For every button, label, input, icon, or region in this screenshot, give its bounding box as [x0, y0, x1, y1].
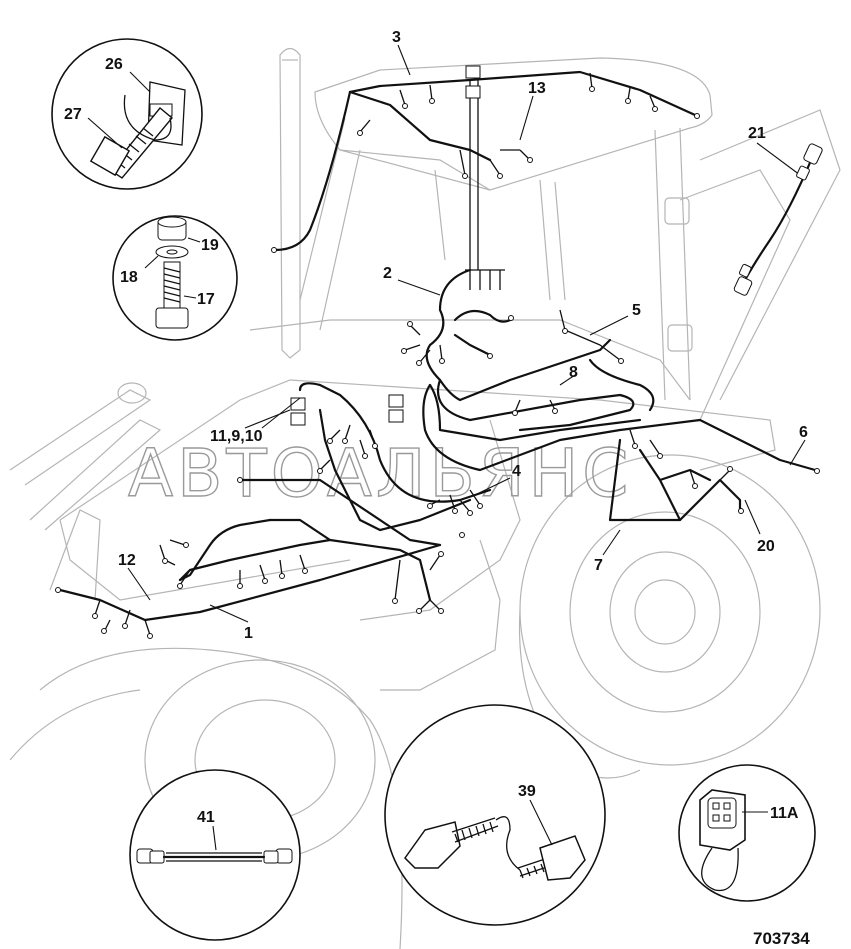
detail-circle-26-27: 26 27 [51, 38, 203, 190]
detail-circle-17-18-19: 19 18 17 [112, 215, 238, 341]
callout-19: 19 [201, 237, 219, 254]
callout-labels: 3 13 2 5 8 6 11,9,10 4 12 20 7 1 21 [118, 29, 808, 642]
callout-3: 3 [392, 29, 401, 46]
harness-cab-roof [271, 65, 700, 270]
callout-2: 2 [383, 265, 392, 282]
callout-41: 41 [197, 809, 215, 826]
callout-4: 4 [512, 463, 521, 480]
callout-12: 12 [118, 552, 136, 569]
callout-20: 20 [757, 538, 775, 555]
callout-6: 6 [799, 424, 808, 441]
callout-21: 21 [748, 125, 766, 142]
harness-main-dash [290, 382, 820, 532]
callout-8: 8 [569, 364, 578, 381]
callout-39: 39 [518, 783, 536, 800]
callout-17: 17 [197, 291, 215, 308]
callout-7: 7 [594, 557, 603, 574]
harness-front-chassis [55, 477, 465, 639]
callout-11a: 11A [770, 805, 799, 822]
item-21-cable [733, 143, 823, 296]
detail-circle-41: 41 [129, 769, 301, 941]
harness-rear-fender [608, 429, 744, 522]
callout-18: 18 [120, 269, 138, 286]
callout-26: 26 [105, 56, 123, 73]
callout-27: 27 [64, 106, 82, 123]
callout-5: 5 [632, 302, 641, 319]
callout-11-9-10: 11,9,10 [210, 428, 263, 445]
machine-outline [9, 47, 841, 949]
detail-circle-39: 39 [384, 704, 606, 926]
watermark-text: АВТОАЛЬЯНС [128, 435, 632, 512]
drawing-number: 703734 [753, 929, 810, 948]
callout-1: 1 [244, 625, 253, 642]
harness-console [401, 268, 655, 432]
detail-circle-11a: 11A [678, 764, 816, 902]
callout-13: 13 [528, 80, 546, 97]
leader-lines [127, 44, 806, 623]
